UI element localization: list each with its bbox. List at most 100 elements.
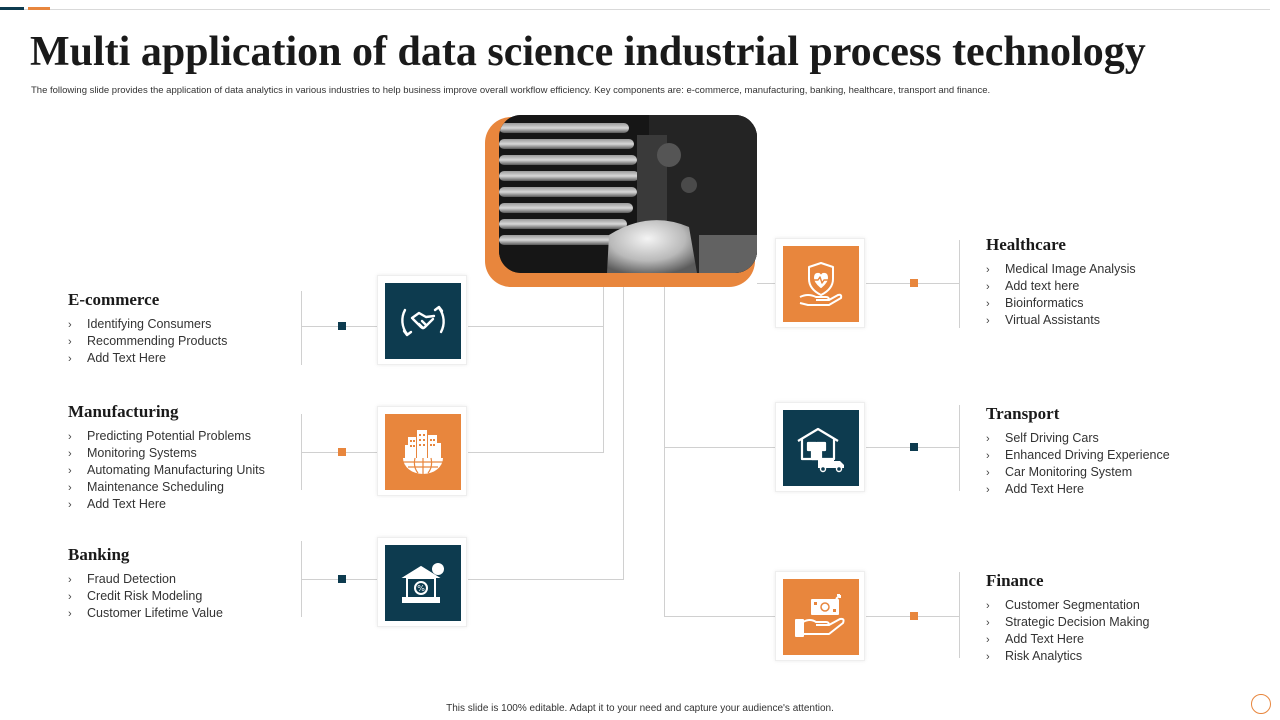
ecommerce-list: ›Identifying Consumers ›Recommending Pro…	[68, 316, 227, 367]
warehouse-truck-icon	[797, 427, 844, 473]
bullet-chevron-icon: ›	[986, 484, 990, 496]
list-item[interactable]: ›Customer Segmentation	[986, 598, 1140, 612]
bullet-chevron-icon: ›	[68, 353, 72, 365]
bullet-chevron-icon: ›	[986, 264, 990, 276]
healthcare-heading[interactable]: Healthcare	[986, 235, 1066, 254]
banking-icon-box[interactable]: % $	[377, 537, 467, 627]
connector-right-bracket-3	[959, 572, 960, 658]
bullet-chevron-icon: ›	[986, 315, 990, 327]
finance-heading[interactable]: Finance	[986, 571, 1044, 590]
healthcare-list: ›Medical Image Analysis ›Add text here ›…	[986, 261, 1136, 329]
bullet-chevron-icon: ›	[68, 499, 72, 511]
connector-dot-banking	[338, 575, 346, 583]
banking-heading[interactable]: Banking	[68, 545, 130, 564]
svg-text:$: $	[435, 565, 441, 574]
list-item[interactable]: ›Add Text Here	[68, 497, 166, 511]
connector-transport-a	[664, 447, 775, 448]
manufacturing-icon-box[interactable]	[377, 406, 467, 496]
list-item[interactable]: ›Fraud Detection	[68, 572, 176, 586]
list-item[interactable]: ›Customer Lifetime Value	[68, 606, 223, 620]
accent-bar-orange	[28, 7, 50, 10]
list-item[interactable]: ›Credit Risk Modeling	[68, 589, 203, 603]
section-manufacturing: Manufacturing ›Predicting Potential Prob…	[68, 402, 265, 513]
transport-heading[interactable]: Transport	[986, 404, 1060, 423]
connector-manufacturing-b	[468, 452, 604, 453]
bullet-chevron-icon: ›	[68, 336, 72, 348]
manufacturing-heading[interactable]: Manufacturing	[68, 402, 179, 421]
list-item[interactable]: ›Medical Image Analysis	[986, 262, 1136, 276]
bullet-chevron-icon: ›	[986, 281, 990, 293]
bullet-chevron-icon: ›	[986, 467, 990, 479]
connector-healthcare-a	[757, 283, 775, 284]
list-item[interactable]: ›Strategic Decision Making	[986, 615, 1150, 629]
list-item[interactable]: ›Add Text Here	[986, 482, 1084, 496]
health-shield-hand-icon	[799, 262, 843, 306]
bullet-chevron-icon: ›	[68, 482, 72, 494]
slide-footer[interactable]: This slide is 100% editable. Adapt it to…	[446, 703, 834, 714]
connector-dot-transport	[910, 443, 918, 451]
healthcare-icon-box[interactable]	[775, 238, 865, 328]
transport-list: ›Self Driving Cars ›Enhanced Driving Exp…	[986, 430, 1170, 498]
list-item[interactable]: ›Predicting Potential Problems	[68, 429, 251, 443]
slide-subtitle[interactable]: The following slide provides the applica…	[31, 85, 991, 96]
list-item[interactable]: ›Recommending Products	[68, 334, 228, 348]
bullet-chevron-icon: ›	[986, 617, 990, 629]
connector-right-bracket-2	[959, 405, 960, 491]
accent-bar-navy	[0, 7, 24, 10]
engine-photo[interactable]	[499, 115, 757, 273]
finance-list: ›Customer Segmentation ›Strategic Decisi…	[986, 597, 1150, 665]
list-item[interactable]: ›Car Monitoring System	[986, 465, 1133, 479]
section-ecommerce: E-commerce ›Identifying Consumers ›Recom…	[68, 290, 227, 367]
connector-right-bracket-1	[959, 240, 960, 328]
bullet-chevron-icon: ›	[68, 465, 72, 477]
connector-finance-a	[664, 616, 775, 617]
bullet-chevron-icon: ›	[986, 651, 990, 663]
bullet-chevron-icon: ›	[68, 574, 72, 586]
section-banking: Banking ›Fraud Detection ›Credit Risk Mo…	[68, 545, 223, 622]
money-hand-icon	[795, 594, 845, 637]
list-item[interactable]: ›Bioinformatics	[986, 296, 1084, 310]
section-finance: Finance ›Customer Segmentation ›Strategi…	[986, 571, 1150, 665]
ecommerce-heading[interactable]: E-commerce	[68, 290, 160, 309]
section-transport: Transport ›Self Driving Cars ›Enhanced D…	[986, 404, 1170, 498]
bullet-chevron-icon: ›	[68, 431, 72, 443]
svg-text:%: %	[417, 584, 425, 593]
handshake-icon	[401, 305, 445, 337]
list-item[interactable]: ›Add text here	[986, 279, 1080, 293]
connector-dot-ecommerce	[338, 322, 346, 330]
list-item[interactable]: ›Automating Manufacturing Units	[68, 463, 265, 477]
list-item[interactable]: ›Enhanced Driving Experience	[986, 448, 1170, 462]
connector-trunk-left-2	[623, 287, 624, 580]
finance-icon-box[interactable]	[775, 571, 865, 661]
connector-trunk-right	[664, 287, 665, 617]
connector-left-bracket-1	[301, 291, 302, 365]
section-healthcare: Healthcare ›Medical Image Analysis ›Add …	[986, 235, 1136, 329]
connector-ecommerce-b	[468, 326, 604, 327]
slide-title[interactable]: Multi application of data science indust…	[30, 29, 1146, 75]
banking-list: ›Fraud Detection ›Credit Risk Modeling ›…	[68, 571, 223, 622]
list-item[interactable]: ›Self Driving Cars	[986, 431, 1099, 445]
list-item[interactable]: ›Add Text Here	[68, 351, 166, 365]
bank-icon: % $	[401, 563, 444, 603]
bullet-chevron-icon: ›	[986, 600, 990, 612]
connector-trunk-left-1	[603, 287, 604, 453]
list-item[interactable]: ›Identifying Consumers	[68, 317, 212, 331]
transport-icon-box[interactable]	[775, 402, 865, 492]
connector-dot-healthcare	[910, 279, 918, 287]
bullet-chevron-icon: ›	[986, 433, 990, 445]
list-item[interactable]: ›Monitoring Systems	[68, 446, 197, 460]
ecommerce-icon-box[interactable]	[377, 275, 467, 365]
connector-banking-b	[468, 579, 624, 580]
manufacturing-list: ›Predicting Potential Problems ›Monitori…	[68, 428, 265, 513]
bullet-chevron-icon: ›	[68, 591, 72, 603]
bullet-chevron-icon: ›	[68, 608, 72, 620]
factory-globe-icon	[403, 430, 443, 474]
bullet-chevron-icon: ›	[68, 319, 72, 331]
list-item[interactable]: ›Maintenance Scheduling	[68, 480, 224, 494]
list-item[interactable]: ›Risk Analytics	[986, 649, 1083, 663]
list-item[interactable]: ›Add Text Here	[986, 632, 1084, 646]
list-item[interactable]: ›Virtual Assistants	[986, 313, 1100, 327]
connector-dot-manufacturing	[338, 448, 346, 456]
top-divider	[0, 9, 1270, 10]
bullet-chevron-icon: ›	[986, 634, 990, 646]
